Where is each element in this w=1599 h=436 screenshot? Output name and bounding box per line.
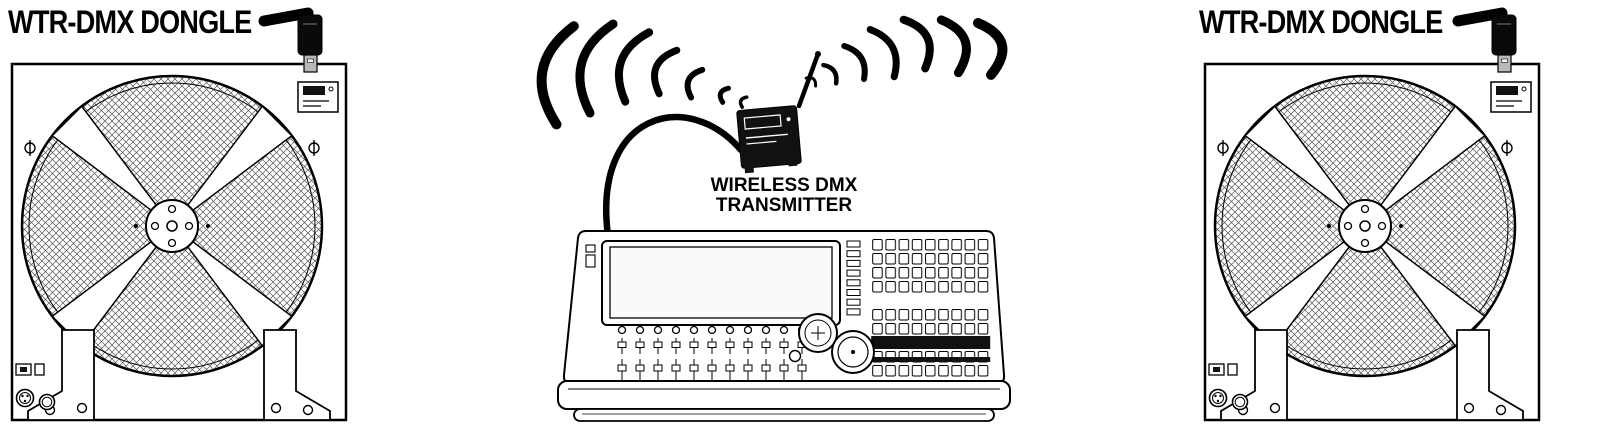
fan-illustration [1203, 62, 1541, 422]
dmx-cable [603, 113, 745, 240]
left-fan-unit: WTR-DMX DONGLE [0, 0, 380, 436]
console-armrest [557, 380, 1011, 410]
transmitter-antenna [796, 51, 821, 109]
console-dark-button-row [871, 336, 991, 349]
console-side-button-strip [846, 240, 861, 316]
transmitter-label-line2: TRANSMITTER [715, 195, 853, 216]
console-small-knob [788, 349, 802, 363]
wireless-signal-arcs [536, 15, 1008, 130]
wireless-dongle-icon [258, 5, 330, 83]
console-jog-wheel [831, 330, 875, 374]
wireless-dongle-icon [1452, 5, 1524, 83]
lighting-console-icon [557, 230, 1011, 422]
center-illustration [536, 15, 1011, 422]
console-left-connectors [585, 244, 596, 268]
left-fan-title: WTR-DMX DONGLE [8, 4, 252, 40]
console-upper-button-grid [871, 238, 991, 294]
right-fan-unit: WTR-DMX DONGLE [1193, 0, 1573, 436]
transmitter-label-line1: WIRELESS DMX [710, 175, 858, 196]
right-fan-title: WTR-DMX DONGLE [1199, 4, 1443, 40]
dmx-transmitter-icon [736, 51, 821, 174]
fan-illustration [10, 62, 348, 422]
transmitter-label: WIRELESS DMX TRANSMITTER [688, 176, 880, 216]
transmitter-body [736, 105, 802, 169]
console-trackball [798, 313, 838, 353]
console-front-edge [573, 408, 995, 422]
